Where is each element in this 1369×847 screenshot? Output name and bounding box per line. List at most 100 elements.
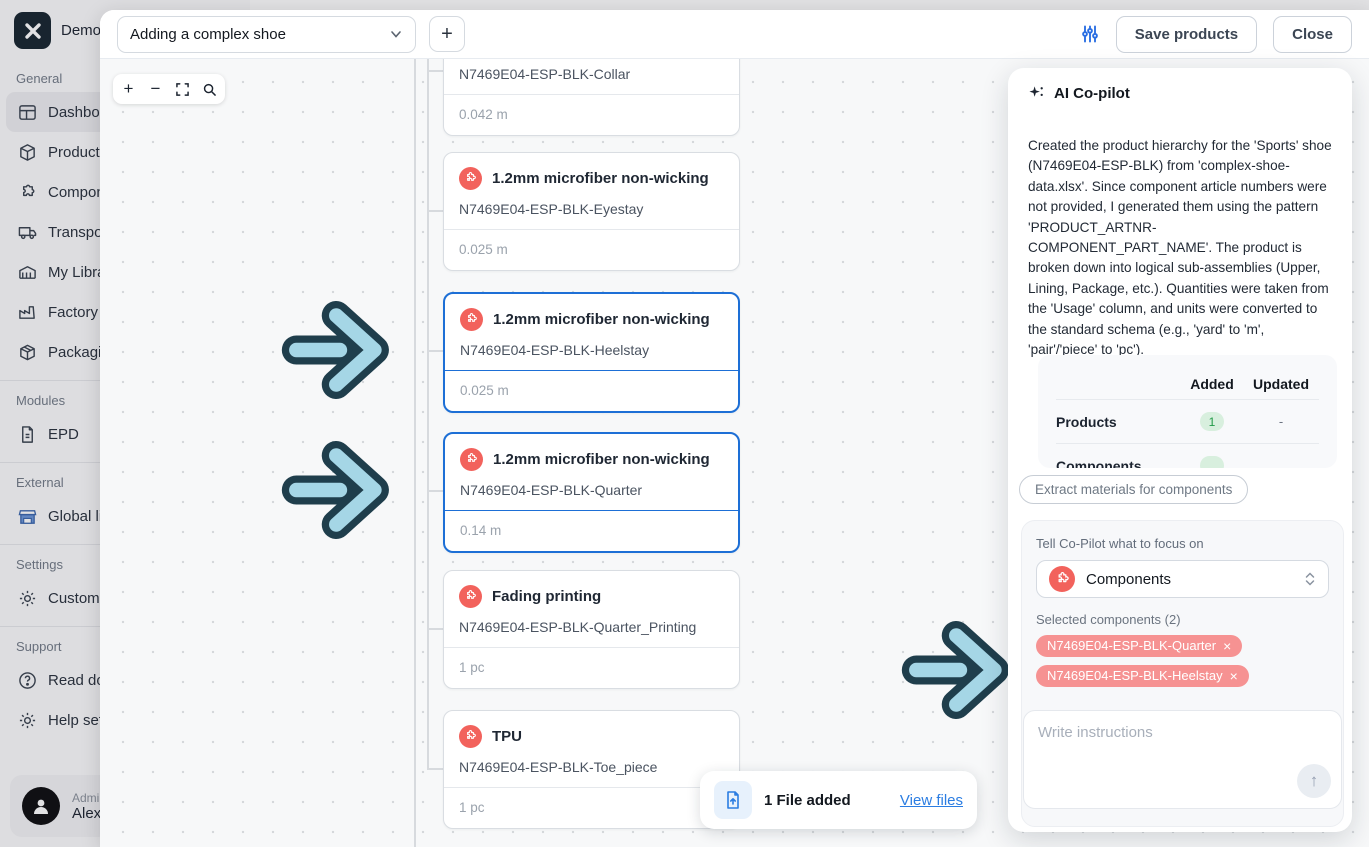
fit-view-button[interactable] [169,76,196,102]
sidebar-item-epd[interactable]: EPD [6,414,244,454]
component-chip-quarter[interactable]: N7469E04-ESP-BLK-Quarter × [1036,635,1243,657]
section-support: Support [16,639,62,654]
table-row-components: Components [1056,443,1319,468]
copilot-title: AI Co-pilot [1054,85,1130,102]
write-instructions-input[interactable] [1024,711,1341,771]
package-icon [20,344,35,360]
editor-toolbar: Adding a complex shoe + Save products Cl… [100,10,1369,59]
arrow-up-icon: ↑ [1309,771,1319,790]
annotation-arrow [901,620,1009,720]
column-added: Added [1190,376,1234,392]
component-card-quarter-printing[interactable]: Fading printing N7469E04-ESP-BLK-Quarter… [443,570,740,689]
tree-spine-line [414,59,416,847]
extract-materials-button[interactable]: Extract materials for components [1019,475,1249,504]
sidebar-item-factory[interactable]: Factory [6,292,244,332]
component-quantity: 0.042 m [459,107,508,122]
add-tab-button[interactable]: + [429,16,465,52]
gear-icon [19,590,36,606]
component-card-quarter[interactable]: 1.2mm microfiber non-wicking N7469E04-ES… [443,432,740,553]
component-quantity: 1 pc [459,800,485,815]
component-title: Fading printing [492,587,602,605]
component-card-heelstay[interactable]: 1.2mm microfiber non-wicking N7469E04-ES… [443,292,740,413]
component-icon [459,166,482,190]
section-settings: Settings [16,557,63,572]
section-general: General [16,71,63,86]
component-article: N7469E04-ESP-BLK-Toe_piece [459,759,658,775]
view-files-link[interactable]: View files [899,791,963,809]
table-row-products: Products 1 - [1056,399,1319,443]
component-article: N7469E04-ESP-BLK-Heelstay [460,342,650,358]
component-title: 1.2mm microfiber non-wicking [492,169,709,187]
chevron-down-icon [391,31,401,38]
component-quantity: 0.025 m [459,242,508,257]
toast-text: 1 File added [764,791,851,809]
zoom-out-button[interactable]: − [150,79,161,98]
component-icon [459,724,482,748]
zoom-in-button[interactable]: + [123,79,134,98]
close-button[interactable]: Close [1273,15,1352,53]
gear-icon [19,712,36,728]
focus-label: Tell Co-Pilot what to focus on [1036,536,1204,551]
annotation-arrow [281,300,389,400]
component-quantity: 0.14 m [460,523,502,538]
instruction-input-box: ↑ [1023,710,1342,809]
canvas-zoom-toolbar: + − [113,74,225,104]
sidebar-item-transport[interactable]: Transport [6,212,244,252]
remove-chip-icon[interactable]: × [1229,667,1238,684]
sidebar-item-products[interactable]: Products [6,132,244,172]
app-logo [14,12,51,49]
annotation-arrow [281,440,389,540]
save-products-button[interactable]: Save products [1115,15,1258,53]
column-updated: Updated [1253,376,1309,392]
dashboard-icon [19,104,36,120]
flow-select[interactable]: Adding a complex shoe [117,15,416,53]
select-chevrons-icon [1305,572,1315,586]
search-canvas-button[interactable] [196,76,223,102]
search-icon [203,83,216,96]
connector [427,350,443,352]
component-chip-heelstay[interactable]: N7469E04-ESP-BLK-Heelstay × [1036,665,1249,687]
component-card-eyestay[interactable]: 1.2mm microfiber non-wicking N7469E04-ES… [443,152,740,271]
user-role: Admin [72,790,107,805]
added-count-badge: 1 [1200,412,1224,431]
component-article: N7469E04-ESP-BLK-Collar [459,66,631,82]
factory-icon [19,305,35,319]
file-upload-icon [714,781,752,819]
storefront-icon [18,509,37,524]
tree-branch-line [427,59,429,768]
send-button[interactable]: ↑ [1297,764,1331,798]
component-icon [459,584,482,608]
file-added-toast: 1 File added View files [700,771,977,829]
flow-select-value: Adding a complex shoe [130,25,286,43]
component-card-collar[interactable]: N7469E04-ESP-BLK-Collar 0.042 m [443,59,740,136]
component-title: 1.2mm microfiber non-wicking [493,310,710,328]
filters-icon[interactable] [1080,24,1100,44]
component-icon [460,447,483,471]
copilot-focus-section: Tell Co-Pilot what to focus on Component… [1021,520,1344,827]
connector [427,210,443,212]
component-article: N7469E04-ESP-BLK-Quarter_Printing [459,619,697,635]
component-article: N7469E04-ESP-BLK-Eyestay [459,201,644,217]
copilot-summary-table: Added Updated Products 1 - Components [1038,355,1337,468]
component-quantity: 0.025 m [460,383,509,398]
connector [427,768,443,770]
connector [427,70,443,72]
x-logo-icon [24,22,41,39]
sidebar-item-custom[interactable]: Custom [6,578,244,618]
section-external: External [16,475,64,490]
component-card-toe-piece[interactable]: TPU N7469E04-ESP-BLK-Toe_piece 1 pc [443,710,740,829]
fit-screen-icon [176,82,189,96]
person-icon [34,799,48,814]
component-icon [460,307,483,331]
connector [427,490,443,492]
focus-type-select[interactable]: Components [1036,560,1329,598]
sparkle-icon [1029,86,1043,97]
selected-components-label: Selected components (2) [1036,612,1181,627]
section-modules: Modules [16,393,66,408]
remove-chip-icon[interactable]: × [1223,637,1232,654]
question-circle-icon [19,671,36,689]
copilot-message: Created the product hierarchy for the 'S… [1028,138,1332,357]
added-count-badge [1200,456,1224,468]
avatar [22,787,60,825]
component-title: 1.2mm microfiber non-wicking [493,450,710,468]
